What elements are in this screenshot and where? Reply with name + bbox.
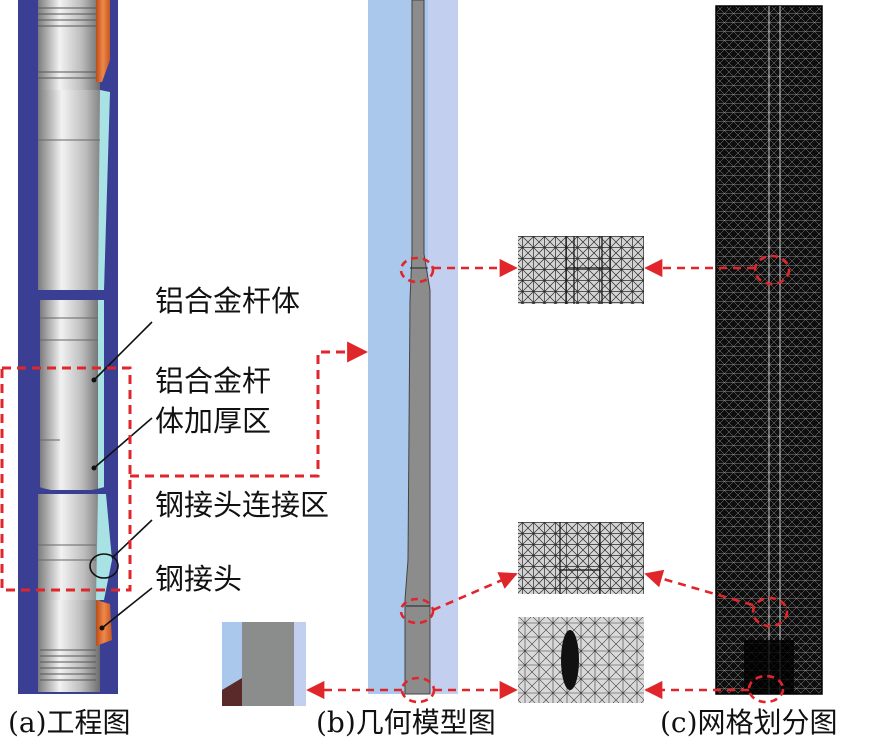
circle-mesh-lower (747, 674, 785, 704)
caption-geometric-model: (b)几何模型图 (316, 706, 496, 739)
model-outer-domain (428, 0, 458, 694)
upper-rod-lining (98, 90, 110, 290)
mesh-tile-upper (518, 236, 644, 304)
mesh-partition (715, 5, 823, 704)
mesh-tile-middle (518, 522, 644, 594)
top-steel-joint (96, 0, 110, 82)
top-joint-body (38, 0, 100, 90)
leader-joint-connection (111, 519, 153, 559)
engineering-drawing (0, 0, 369, 694)
lower-rod (38, 494, 104, 600)
leader-thickened-zone (93, 417, 153, 469)
connector-arrows (306, 258, 755, 700)
caption-mesh-partition: (c)网格划分图 (660, 706, 838, 739)
caption-engineering-drawing: (a)工程图 (8, 706, 131, 739)
mesh-tile-lower (518, 617, 644, 703)
label-steel-joint: 钢接头 (155, 562, 243, 596)
upper-rod (38, 90, 106, 290)
middle-rod (40, 300, 100, 490)
selection-box (0, 366, 132, 592)
label-thickened-zone-line1: 铝合金杆 (155, 364, 272, 398)
model-solid-rod (404, 0, 431, 695)
circle-mesh-middle (751, 596, 789, 628)
label-rod-body: 铝合金杆体 (155, 284, 301, 318)
mesh-detail-tiles (518, 236, 644, 703)
leader-steel-joint (101, 587, 153, 629)
circle-model-upper (399, 256, 435, 284)
label-thickened-zone-line2: 体加厚区 (155, 404, 272, 438)
bottom-steel-joint (96, 600, 112, 646)
arrow-mesh-to-tile-middle (644, 569, 754, 607)
circle-model-middle (399, 597, 435, 625)
arrow-model-to-tile-middle (432, 572, 518, 612)
circle-mesh-upper (753, 254, 791, 286)
bottom-joint-body (38, 600, 100, 692)
geometric-model (222, 0, 458, 706)
label-joint-connection: 钢接头连接区 (155, 488, 330, 522)
leader-rod-body (93, 321, 153, 381)
link-arrow-to-model (130, 341, 369, 478)
joint-connection-circle (89, 553, 119, 579)
